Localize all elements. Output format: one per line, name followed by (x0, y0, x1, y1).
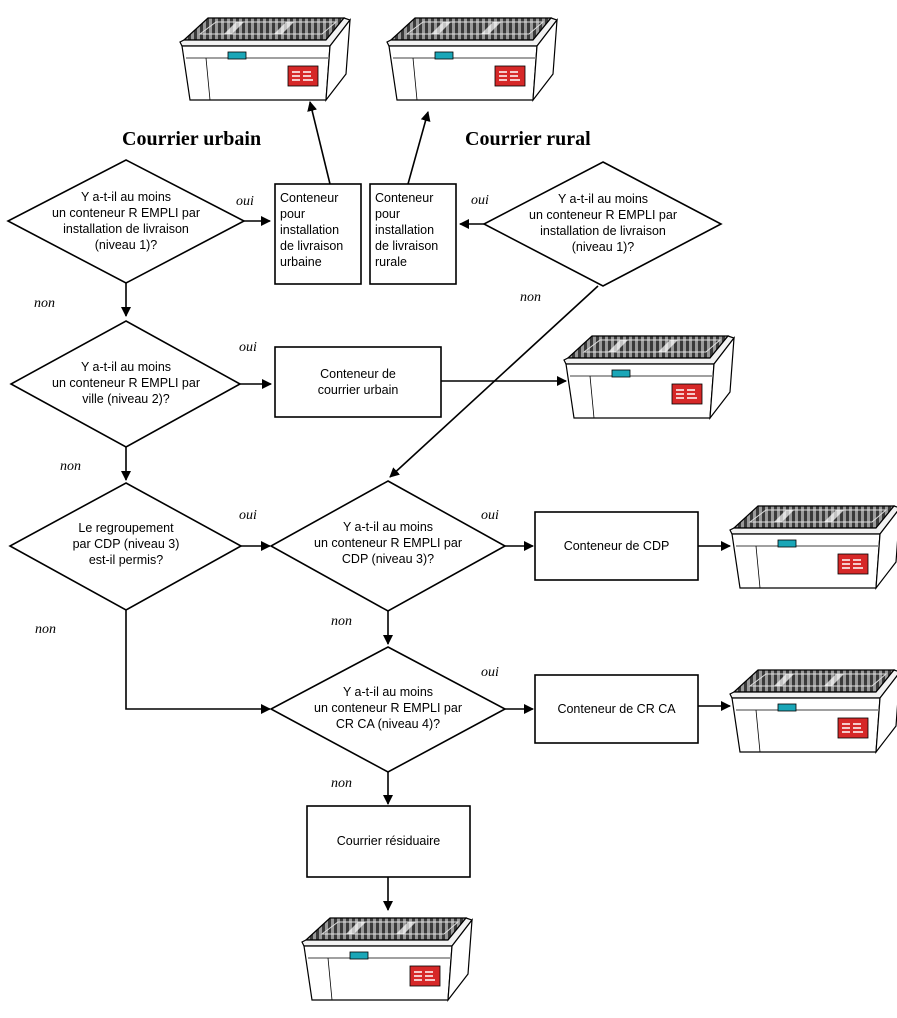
label-non-d4: non (331, 776, 352, 791)
label-non-d2: non (60, 459, 81, 474)
label-non-d1: non (34, 296, 55, 311)
mail-tray-icon (729, 669, 897, 753)
decision-rural-level1-text: Y a-t-il au moins un conteneur R EMPLI p… (529, 192, 677, 254)
connectors (121, 101, 731, 911)
box-rural-delivery-text: Conteneur pour installation de livraison… (375, 191, 439, 269)
label-oui-urban-d1: oui (236, 194, 254, 209)
mail-tray-icon (386, 17, 558, 101)
box-urban-mail (274, 346, 442, 418)
decision-cdp-level3-text: Y a-t-il au moins un conteneur R EMPLI p… (314, 520, 462, 566)
mail-tray-icon (179, 17, 351, 101)
label-oui-d4: oui (481, 665, 499, 680)
label-non-rural-d1: non (520, 290, 541, 305)
label-oui-rural-d1: oui (471, 193, 489, 208)
decision-regroup-cdp (8, 482, 243, 611)
box-urban-delivery-text: Conteneur pour installation de livraison… (280, 191, 344, 269)
heading-urban: Courrier urbain (122, 128, 262, 150)
box-residual-text: Courrier résiduaire (336, 834, 441, 848)
decision-urban-level1-text: Y a-t-il au moins un conteneur R EMPLI p… (52, 190, 200, 252)
label-non-regroup: non (35, 622, 56, 637)
box-cdp-text: Conteneur de CDP (563, 539, 670, 553)
decision-city-level2-text: Y a-t-il au moins un conteneur R EMPLI p… (52, 360, 200, 406)
box-crca (534, 674, 699, 744)
mail-tray-icon (563, 335, 735, 419)
label-non-d3: non (331, 614, 352, 629)
arrow-rural-box-to-tray (407, 111, 431, 185)
label-oui-regroup: oui (239, 508, 257, 523)
label-oui-d3: oui (481, 508, 499, 523)
box-crca-text: Conteneur de CR CA (557, 702, 676, 716)
mail-tray-icon (301, 917, 473, 1001)
decision-crca-level4 (269, 646, 507, 773)
box-residual (306, 805, 471, 878)
decision-crca-level4-text: Y a-t-il au moins un conteneur R EMPLI p… (314, 685, 462, 731)
decision-city-level2 (9, 320, 242, 448)
decision-urban-level1 (6, 159, 246, 284)
arrow-urban-box-to-tray (307, 101, 331, 185)
mail-tray-icon (729, 505, 897, 589)
decision-rural-level1 (482, 161, 723, 287)
box-urban-delivery (274, 183, 362, 285)
decision-cdp-level3 (269, 480, 507, 612)
arrow-regroup-non (125, 610, 271, 714)
box-urban-mail-text: Conteneur de courrier urbain (317, 367, 399, 397)
box-rural-delivery (369, 183, 457, 285)
heading-rural: Courrier rural (465, 128, 591, 150)
decision-regroup-cdp-text: Le regroupement par CDP (niveau 3) est-i… (72, 521, 180, 567)
box-cdp (534, 511, 699, 581)
label-oui-d2: oui (239, 340, 257, 355)
